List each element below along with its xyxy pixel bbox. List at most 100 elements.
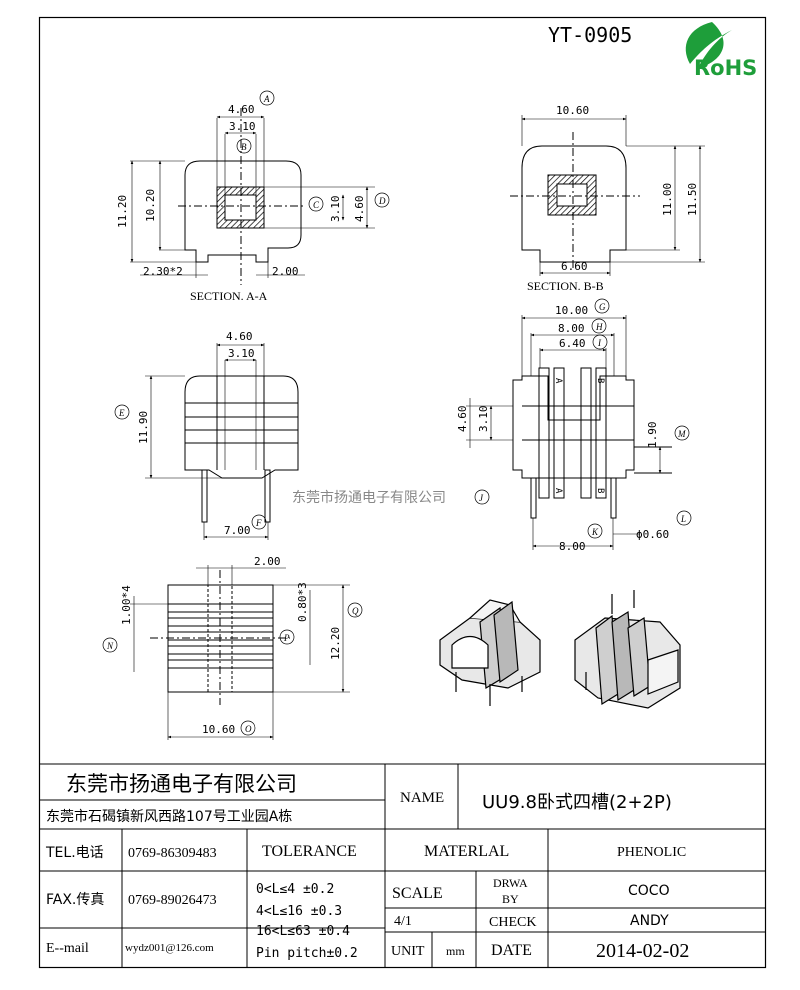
date-label: DATE: [491, 942, 532, 959]
svg-text:E: E: [118, 408, 125, 418]
unit-value: mm: [446, 944, 465, 958]
dim-bb-height-inner: 11.00: [661, 183, 674, 216]
tolerance-line-3: 16<L≤63 ±0.4: [256, 924, 350, 939]
callout-m: M: [674, 425, 690, 441]
drawn-by-label-1: DRWA: [493, 876, 528, 890]
svg-text:F: F: [255, 518, 262, 528]
dim-aa-foot-left: 2.30*2: [143, 265, 183, 278]
dim-front-width-inner: 3.10: [228, 347, 255, 360]
dim-front-pin-span: 7.00: [224, 524, 251, 537]
scale-value: 4/1: [394, 914, 412, 929]
callout-d: D: [374, 192, 390, 208]
svg-text:A: A: [263, 94, 270, 104]
callout-i: I: [592, 334, 608, 350]
dim-side-mid-width: 8.00: [558, 322, 585, 335]
dim-bottom-top-width: 2.00: [254, 555, 281, 568]
section-bb-view: [510, 115, 705, 276]
material-label: MATERLAL: [424, 843, 509, 860]
callout-p: P: [279, 629, 295, 645]
svg-text:D: D: [378, 196, 386, 206]
front-view: [145, 343, 299, 540]
date-value: 2014-02-02: [596, 940, 689, 962]
dim-side-height-inner: 3.10: [477, 406, 490, 433]
svg-text:Q: Q: [352, 606, 359, 616]
dim-aa-slot-inner: 3.10: [329, 196, 342, 223]
callout-q: Q: [347, 602, 363, 618]
tel-label: TEL.电话: [45, 845, 104, 861]
side-view: [466, 315, 672, 550]
callout-e: E: [114, 404, 130, 420]
isometric-view-front: [439, 599, 541, 706]
watermark-text: 东莞市扬通电子有限公司: [292, 489, 446, 506]
drawing-number: YT-0905: [548, 23, 632, 47]
sheet-border: [38, 16, 767, 969]
callout-n: N: [102, 637, 118, 653]
dim-side-pin-height: 1.90: [646, 422, 659, 449]
callout-a: A: [259, 90, 275, 106]
section-bb-title: SECTION. B-B: [527, 279, 604, 293]
callout-b: B: [236, 138, 252, 154]
dim-bb-height-outer: 11.50: [686, 183, 699, 216]
svg-text:P: P: [283, 633, 290, 643]
callout-l: L: [676, 510, 692, 526]
tel-value: 0769-86309483: [128, 846, 217, 861]
unit-label: UNIT: [391, 944, 425, 959]
svg-text:I: I: [597, 338, 602, 348]
dim-side-pin-diameter: ϕ0.60: [636, 528, 669, 541]
product-name: UU9.8卧式四槽(2+2P): [482, 792, 672, 813]
dim-bb-width: 10.60: [556, 104, 589, 117]
fax-value: 0769-89026473: [128, 893, 217, 908]
svg-text:K: K: [591, 527, 599, 537]
material-value: PHENOLIC: [617, 845, 686, 860]
dim-front-height: 11.90: [137, 411, 150, 444]
dim-front-width-outer: 4.60: [226, 330, 253, 343]
side-mark-b-bottom: B: [595, 488, 605, 493]
dim-aa-foot-right: 2.00: [272, 265, 299, 278]
isometric-view-back: [574, 590, 681, 709]
svg-text:J: J: [479, 493, 484, 503]
tolerance-label: TOLERANCE: [262, 843, 357, 860]
callout-c: C: [308, 196, 324, 212]
callout-j: J: [474, 489, 490, 505]
svg-text:G: G: [599, 302, 606, 312]
dim-aa-height-body: 10.20: [144, 189, 157, 222]
rohs-logo: RoHS: [685, 22, 757, 80]
email-label: E--mail: [46, 941, 89, 956]
dim-aa-width-inner: 3.10: [229, 120, 256, 133]
check-value: ANDY: [630, 913, 669, 929]
svg-text:M: M: [677, 429, 686, 439]
company-name: 东莞市扬通电子有限公司: [66, 772, 297, 796]
svg-text:N: N: [106, 641, 114, 651]
dim-side-outer-width: 10.00: [555, 304, 588, 317]
tolerance-line-1: 0<L≤4 ±0.2: [256, 882, 334, 897]
company-address: 东莞市石碣镇新风西路107号工业园A栋: [46, 808, 292, 825]
title-block: [39, 763, 766, 967]
dim-bottom-ribs: 0.80*3: [296, 582, 309, 622]
email-value: wydz001@126.com: [125, 942, 214, 954]
tolerance-line-2: 4<L≤16 ±0.3: [256, 904, 342, 919]
svg-text:C: C: [313, 200, 320, 210]
callout-o: O: [240, 720, 256, 736]
svg-text:L: L: [680, 514, 686, 524]
dim-side-height-outer: 4.60: [456, 406, 469, 433]
side-mark-a-bottom: A: [553, 488, 563, 494]
dim-aa-width-outer: 4.60: [228, 103, 255, 116]
check-label: CHECK: [489, 915, 536, 930]
svg-text:H: H: [595, 322, 603, 332]
callout-k: K: [587, 523, 603, 539]
tolerance-line-4: Pin pitch±0.2: [256, 946, 358, 961]
side-mark-a-top: A: [553, 378, 563, 384]
dim-side-inner-width: 6.40: [559, 337, 586, 350]
dim-bb-base: 6.60: [561, 260, 588, 273]
fax-label: FAX.传真: [46, 892, 104, 908]
svg-text:O: O: [245, 724, 252, 734]
section-aa-title: SECTION. A-A: [190, 289, 268, 303]
dim-aa-slot-outer: 4.60: [353, 196, 366, 223]
rohs-logo-text: RoHS: [694, 56, 757, 80]
side-mark-b-top: B: [595, 378, 605, 383]
name-label: NAME: [400, 790, 444, 806]
dim-bottom-height: 12.20: [329, 627, 342, 660]
section-aa-view: [130, 108, 375, 285]
svg-text:B: B: [241, 142, 247, 152]
